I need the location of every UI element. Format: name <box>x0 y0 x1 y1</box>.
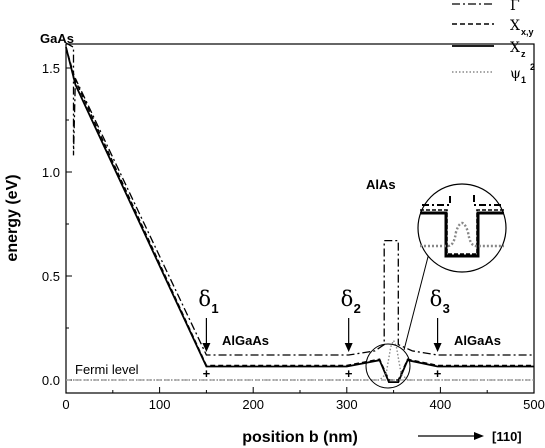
x-tick-label: 0 <box>62 397 69 412</box>
legend-symbol: X <box>510 40 520 56</box>
y-tick-label: 0.5 <box>42 269 60 284</box>
series-line-solid <box>65 46 534 383</box>
delta-arrow-head <box>433 343 442 352</box>
zoom-xxy-line <box>420 209 504 255</box>
legend-subscript: 1 <box>521 75 526 85</box>
delta-subscript: 2 <box>354 301 361 316</box>
x-tick-label: 100 <box>149 397 171 412</box>
series-layer <box>65 42 534 383</box>
x-axis-ticks: 0 100 200 300 400 500 <box>62 387 545 412</box>
legend-symbol: ψ <box>510 66 521 82</box>
delta-arrow-head <box>202 343 211 352</box>
delta-symbol: δ <box>341 287 354 311</box>
zoom-inset-circle <box>417 183 507 273</box>
zoom-psi-line <box>420 221 504 248</box>
y-axis-ticks: 0.0 0.5 1.0 1.5 <box>42 61 72 388</box>
delta-plus-mark: + <box>345 366 353 381</box>
legend-symbol: Γ <box>510 0 520 14</box>
delta-arrow-head <box>344 343 353 352</box>
delta-symbol: δ <box>198 287 211 311</box>
x-tick-label: 300 <box>336 397 358 412</box>
zoom-source-circle <box>365 343 411 389</box>
series-line-dashdot <box>65 42 534 356</box>
delta-plus-mark: + <box>434 366 442 381</box>
y-tick-label: 1.0 <box>42 165 60 180</box>
label-algaas-right: AlGaAs <box>454 333 501 348</box>
legend-symbol: X <box>510 18 520 34</box>
legend-superscript: 2 <box>530 62 535 72</box>
legend-subscript: z <box>521 49 526 59</box>
label-gaas: GaAs <box>40 31 74 46</box>
x-tick-label: 500 <box>523 397 545 412</box>
x-tick-label: 400 <box>430 397 452 412</box>
y-axis-label: energy (eV) <box>4 174 21 261</box>
delta-subscript: 1 <box>211 301 218 316</box>
direction-label: [110] <box>492 429 522 444</box>
direction-arrow-head <box>474 432 484 440</box>
zoom-gamma-line <box>422 195 502 206</box>
x-tick-label: 200 <box>242 397 264 412</box>
label-fermi-level: Fermi level <box>75 362 139 377</box>
delta-symbol: δ <box>430 287 443 311</box>
delta-subscript: 3 <box>443 301 450 316</box>
legend-subscript: x,y <box>521 27 534 37</box>
y-tick-label: 1.5 <box>42 61 60 76</box>
y-tick-label: 0.0 <box>42 373 60 388</box>
x-axis-label: position b (nm) <box>242 429 358 446</box>
series-line-dash <box>65 47 534 381</box>
zoom-xz-line <box>420 211 504 258</box>
zoom-inset <box>417 183 507 273</box>
label-alas: AlAs <box>366 177 396 192</box>
label-algaas-left: AlGaAs <box>222 333 269 348</box>
delta-plus-mark: + <box>203 366 211 381</box>
